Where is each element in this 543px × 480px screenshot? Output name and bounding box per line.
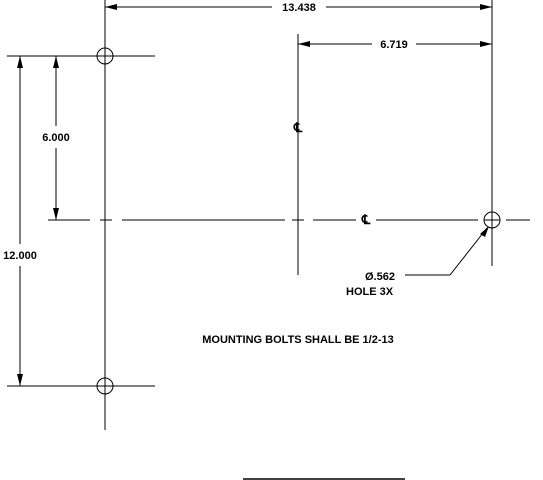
mounting-bolts-note: MOUNTING BOLTS SHALL BE 1/2-13 xyxy=(202,334,394,346)
dim-half-height-arrow-top xyxy=(53,56,59,68)
hole-top xyxy=(96,47,114,65)
hole-callout-leader-diagonal xyxy=(449,227,488,276)
dim-overall-width-label: 13.438 xyxy=(282,2,316,14)
hole-right xyxy=(483,211,501,229)
hole-callout-leader-arrow xyxy=(480,226,489,237)
dim-overall-height-label: 12.000 xyxy=(3,250,37,262)
dim-half-width-arrow-left xyxy=(298,41,310,47)
hole-bottom xyxy=(96,377,114,395)
hole-callout-diameter: Ø.562 xyxy=(365,271,395,283)
centerline-symbol-vertical: ℄ xyxy=(293,120,303,135)
dim-overall-width-arrow-right xyxy=(480,4,492,10)
hole-callout-quantity: HOLE 3X xyxy=(346,286,394,298)
dim-overall-width-arrow-left xyxy=(105,4,117,10)
dim-half-width-arrow-right xyxy=(480,41,492,47)
dim-half-height-label: 6.000 xyxy=(42,132,70,144)
centerline-symbol-horizontal: ℄ xyxy=(361,212,371,227)
dim-half-width-label: 6.719 xyxy=(380,39,408,51)
dim-overall-height-arrow-bottom xyxy=(17,374,23,386)
dim-overall-height-arrow-top xyxy=(17,56,23,68)
dim-half-height-arrow-bottom xyxy=(53,208,59,220)
